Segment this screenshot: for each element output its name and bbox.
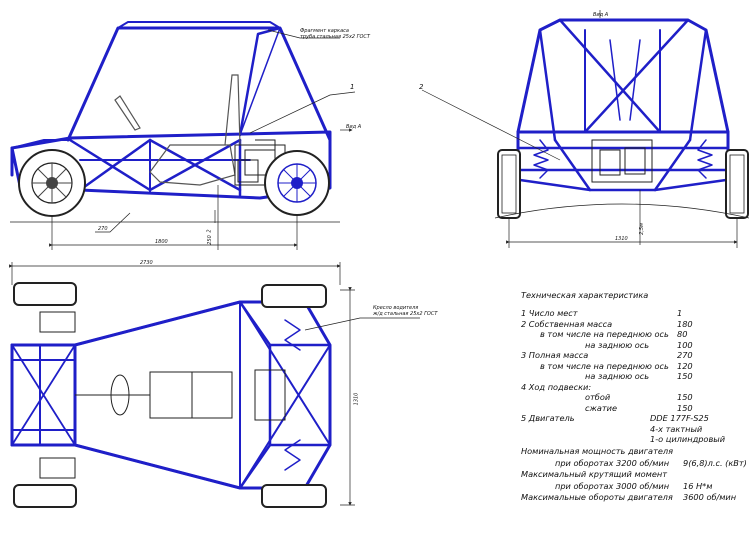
specs-title: Техническая характеристика	[521, 290, 649, 300]
spec-bottom-value: 9(6,8)л.с. (кВт)	[683, 457, 747, 468]
dim-clearance-sub: 250	[206, 235, 213, 245]
spec-label: отбой	[585, 392, 611, 402]
side-dims	[10, 29, 356, 250]
spec-label: 3 Полная масса	[521, 350, 589, 360]
dim-clearance-left: 270	[98, 226, 108, 232]
frame-pointer-label: Фрагмент каркаса	[300, 28, 349, 34]
rear-engine	[591, 139, 653, 183]
rear-view-title: Вид А	[593, 12, 609, 18]
spec-bottom-label: при оборотах 3000 об/мин	[555, 480, 670, 491]
view-arrow-label: Вид А	[346, 124, 362, 130]
top-dims	[9, 262, 420, 506]
spec-label: 2 Собственная масса	[521, 318, 613, 329]
spec-value: 100	[677, 339, 693, 350]
spec-bottom-label: Номинальная мощность двигателя	[521, 446, 674, 456]
spec-label: в том числе на переднюю ось	[540, 360, 669, 371]
spec-value: 4-х тактный	[650, 423, 703, 434]
spec-label: на заднюю ось	[585, 371, 650, 381]
spec-label: 1 Число мест	[521, 308, 578, 318]
spec-bottom-label: Максимальный крутящий момент	[521, 469, 668, 479]
spec-value: 1-о цилиндровый	[650, 434, 726, 444]
dim-wheelbase: 1800	[155, 239, 168, 245]
callout-1: 1	[350, 83, 355, 91]
rear-view	[516, 18, 730, 192]
rear-wheel-side	[264, 150, 330, 216]
seat-pointer-label: Кресло водителя	[373, 305, 419, 311]
dim-clearance: 2	[206, 229, 213, 233]
rear-wheels	[497, 149, 749, 219]
top-wheels	[13, 282, 327, 508]
spec-value: 270	[677, 350, 693, 360]
dim-width: 1310	[353, 392, 360, 406]
rear-dims	[421, 10, 749, 248]
spec-value: 120	[677, 360, 693, 371]
spec-bottom-value: 3600 об/мин	[683, 492, 737, 502]
spec-value: 150	[677, 371, 693, 381]
seat	[114, 74, 241, 186]
spec-value: 1	[677, 308, 683, 318]
spec-label: на заднюю ось	[585, 339, 650, 350]
spec-label: 5 Двигатель	[521, 413, 575, 423]
top-details	[39, 311, 286, 479]
spec-value: 180	[677, 318, 693, 329]
spec-label: сжатие	[585, 402, 618, 413]
spec-label: в том числе на переднюю ось	[540, 329, 669, 339]
spec-label: 4 Ход подвески:	[521, 381, 592, 392]
dim-height: 2,5м	[638, 223, 645, 235]
dim-length: 2730	[140, 260, 153, 266]
frame-pointer-sub: труба стальная 25х2 ГОСТ	[300, 34, 370, 40]
spec-value: DDE 177F-S25	[650, 413, 709, 423]
spec-value: 150	[677, 392, 693, 402]
spec-bottom-value: 16 Н*м	[683, 480, 713, 491]
spec-value: 80	[677, 329, 688, 339]
spec-value: 150	[677, 402, 693, 413]
spec-bottom-label: Максимальные обороты двигателя	[521, 492, 673, 502]
callout-2: 2	[419, 83, 424, 91]
spec-bottom-label: при оборотах 3200 об/мин	[555, 457, 670, 468]
dim-track: 1310	[615, 236, 628, 242]
front-wheel-side	[18, 149, 86, 217]
seat-pointer-sub: ж/д стальная 25х2 ГОСТ	[373, 311, 438, 317]
